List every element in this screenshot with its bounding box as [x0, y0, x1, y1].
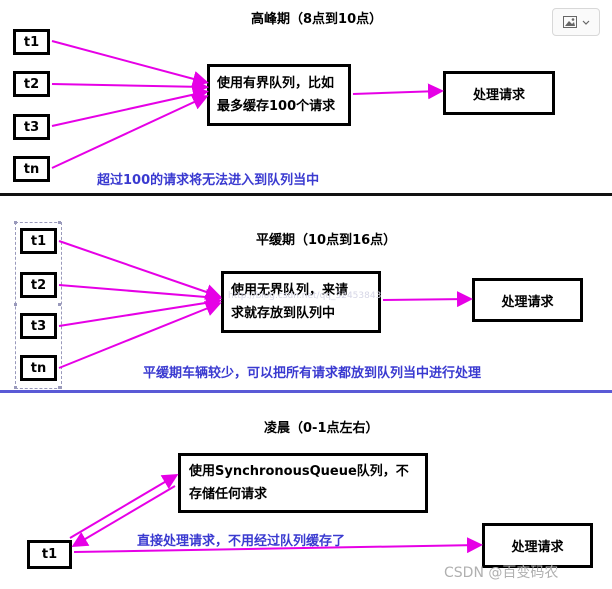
image-icon: [562, 16, 577, 28]
thread-box-t2: t2: [13, 71, 50, 97]
section-divider-2: [0, 390, 612, 393]
chevron-down-icon: [582, 20, 589, 25]
thread-box-t1: t1: [20, 228, 57, 254]
handler-box-offpeak: 处理请求: [472, 278, 583, 322]
thread-box-t3: t3: [20, 313, 57, 339]
arrow-t1-to-queue: [51, 40, 209, 87]
offpeak-section-title: 平缓期（10点到16点）: [256, 233, 397, 248]
arrow-queue-to-handler: [382, 291, 473, 308]
bounded-queue-line-1: 使用有界队列，比如: [217, 76, 335, 91]
selection-handle: [58, 386, 61, 389]
peak-note: 超过100的请求将无法进入到队列当中: [97, 173, 320, 188]
csdn-watermark: CSDN @百变码农: [444, 565, 559, 581]
selection-handle: [58, 303, 61, 306]
section-divider-1: [0, 193, 612, 196]
arrow-t2-to-queue: [58, 284, 222, 305]
arrow-tn-to-queue: [58, 301, 222, 369]
selection-handle: [14, 386, 17, 389]
unbounded-queue-box: 使用无界队列，来请 求就存放到队列中: [221, 271, 381, 333]
sync-queue-line-2: 存储任何请求: [189, 486, 268, 502]
peak-section-title: 高峰期（8点到10点）: [251, 12, 383, 27]
arrow-queue-to-handler: [352, 83, 444, 100]
synchronous-queue-box: 使用SynchronousQueue队列，不 存储任何请求: [178, 453, 428, 513]
thread-box-t2: t2: [20, 272, 57, 298]
sync-queue-line-1: 使用SynchronousQueue队列，不: [189, 464, 409, 479]
night-section-title: 凌晨（0-1点左右）: [264, 421, 379, 436]
handler-box-peak: 处理请求: [443, 71, 555, 115]
bounded-queue-line-2: 最多缓存100个请求: [217, 98, 336, 114]
arrow-t3-to-queue: [58, 294, 222, 327]
arrow-tn-to-queue: [51, 94, 209, 169]
arrow-t1-to-sync-queue: [69, 473, 179, 539]
faint-watermark: http://blog.csdn.net/qq_32453843: [228, 291, 382, 301]
offpeak-note: 平缓期车辆较少，可以把所有请求都放到队列当中进行处理: [143, 366, 482, 381]
unbounded-queue-line-2: 求就存放到队列中: [231, 305, 336, 321]
night-note: 直接处理请求，不用经过队列缓存了: [137, 534, 346, 549]
arrow-sync-queue-to-t1: [71, 485, 176, 548]
image-options-button[interactable]: [552, 8, 600, 36]
thread-box-tn: tn: [20, 355, 57, 381]
arrow-t1-to-queue: [58, 240, 222, 300]
handler-box-night: 处理请求: [482, 523, 593, 568]
bounded-queue-box: 使用有界队列，比如 最多缓存100个请求: [207, 64, 351, 126]
thread-box-tn: tn: [13, 156, 50, 182]
thread-box-t3: t3: [13, 114, 50, 140]
thread-box-t1: t1: [27, 540, 72, 569]
arrow-t2-to-queue: [51, 78, 209, 95]
thread-box-t1: t1: [13, 29, 50, 55]
selection-handle: [58, 221, 61, 224]
arrow-t3-to-queue: [51, 86, 209, 127]
unbounded-queue-line-1: 使用无界队列，来请: [231, 283, 349, 298]
selection-handle: [14, 303, 17, 306]
arrow-t1-to-handler: [73, 537, 483, 554]
selection-handle: [14, 221, 17, 224]
